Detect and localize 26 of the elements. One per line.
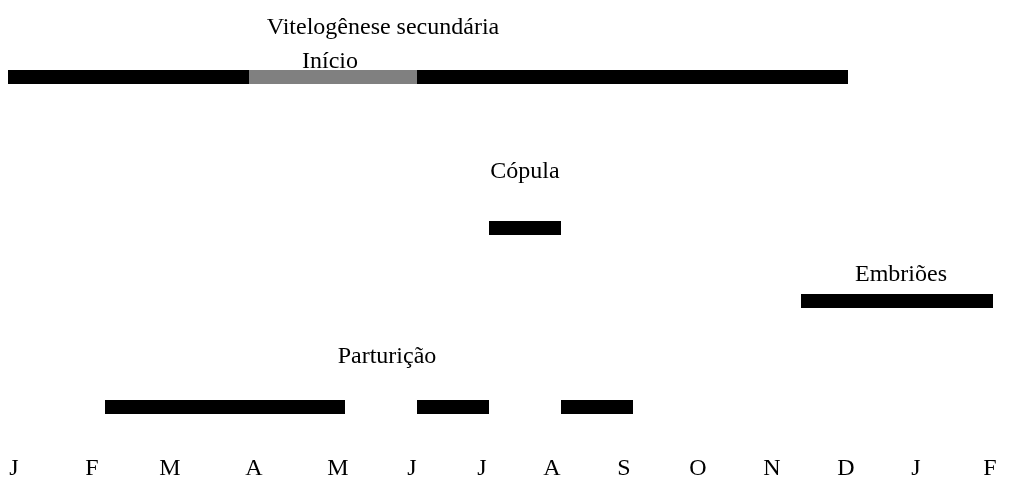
month-label: J — [9, 455, 19, 477]
bar-label: Vitelogênese secundária — [266, 14, 500, 38]
bar-label: Cópula — [490, 158, 560, 182]
bar-label: Início — [302, 48, 358, 72]
month-label: F — [85, 455, 99, 477]
group-label: Parturição — [337, 343, 437, 367]
timeline-bar — [489, 221, 561, 235]
month-label: D — [837, 455, 855, 477]
timeline-bar — [561, 400, 633, 414]
timeline-bar — [8, 70, 848, 84]
month-label: M — [327, 455, 349, 477]
month-label: N — [763, 455, 781, 477]
month-label: A — [543, 455, 561, 477]
month-label: J — [407, 455, 417, 477]
month-label: M — [159, 455, 181, 477]
timeline-bar — [105, 400, 345, 414]
month-label: O — [689, 455, 707, 477]
month-label: F — [983, 455, 997, 477]
timeline-bar — [801, 294, 993, 308]
bar-label: Embriões — [855, 261, 947, 285]
highlighted-bar-segment — [249, 70, 417, 84]
month-label: J — [477, 455, 487, 477]
month-label: A — [245, 455, 263, 477]
month-label: S — [617, 455, 631, 477]
month-label: J — [911, 455, 921, 477]
timeline-bar — [417, 400, 489, 414]
